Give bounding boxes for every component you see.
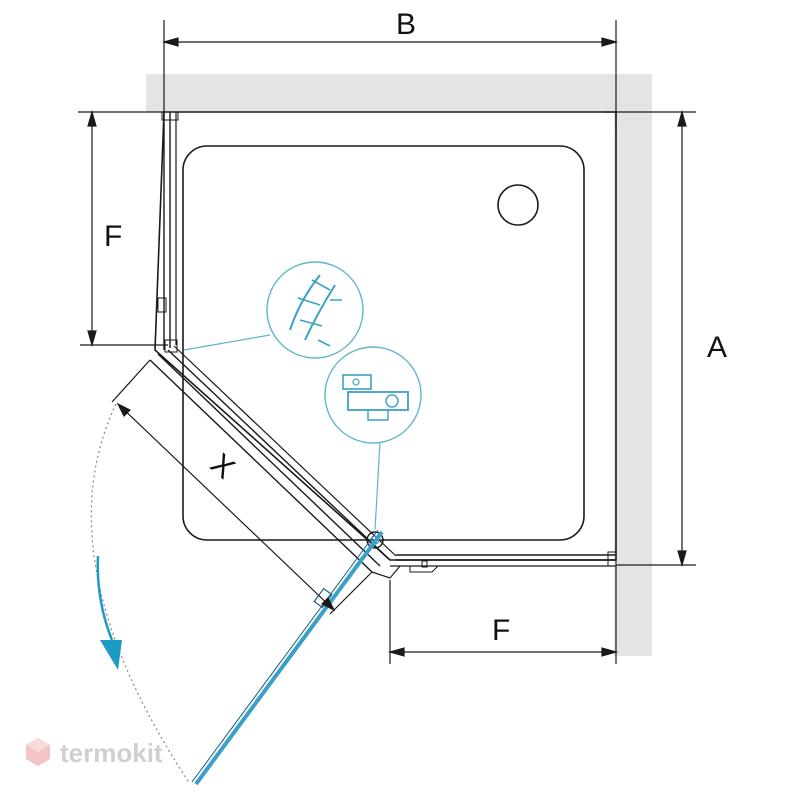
watermark: termokit [26, 738, 163, 768]
dimension-lines [78, 20, 696, 664]
watermark-text: termokit [60, 738, 163, 768]
dimension-label-b: B [396, 8, 416, 41]
left-panel-joint [164, 339, 178, 353]
door-swing-arc [90, 403, 191, 785]
bottom-panel-bracket [409, 565, 440, 573]
dimension-label-a: A [707, 331, 727, 364]
hinge-icon [366, 531, 384, 549]
detail-callout-profile [183, 261, 364, 359]
dimension-label-f-left: F [104, 220, 122, 253]
dimension-label-f-bottom: F [492, 614, 510, 647]
back-wall [146, 74, 652, 112]
right-wall [614, 74, 652, 656]
swing-arrow-head-icon [100, 640, 122, 670]
drain-icon [497, 184, 539, 226]
bottom-fixed-panel [390, 551, 617, 573]
left-panel-bracket [157, 297, 167, 313]
left-fixed-panel [157, 111, 179, 353]
shower-tray [154, 111, 617, 561]
tray-outline [154, 111, 617, 561]
walls [146, 74, 652, 656]
dimension-label-x: X [204, 447, 241, 485]
bottom-panel-clip [421, 560, 428, 568]
swing-direction-arrow [96, 555, 114, 641]
tray-basin [182, 145, 585, 541]
wall-profile-left [161, 111, 179, 121]
open-door-glass [191, 529, 384, 786]
detail-callout-hinge [324, 346, 422, 531]
wall-profile-bottom [607, 551, 617, 567]
